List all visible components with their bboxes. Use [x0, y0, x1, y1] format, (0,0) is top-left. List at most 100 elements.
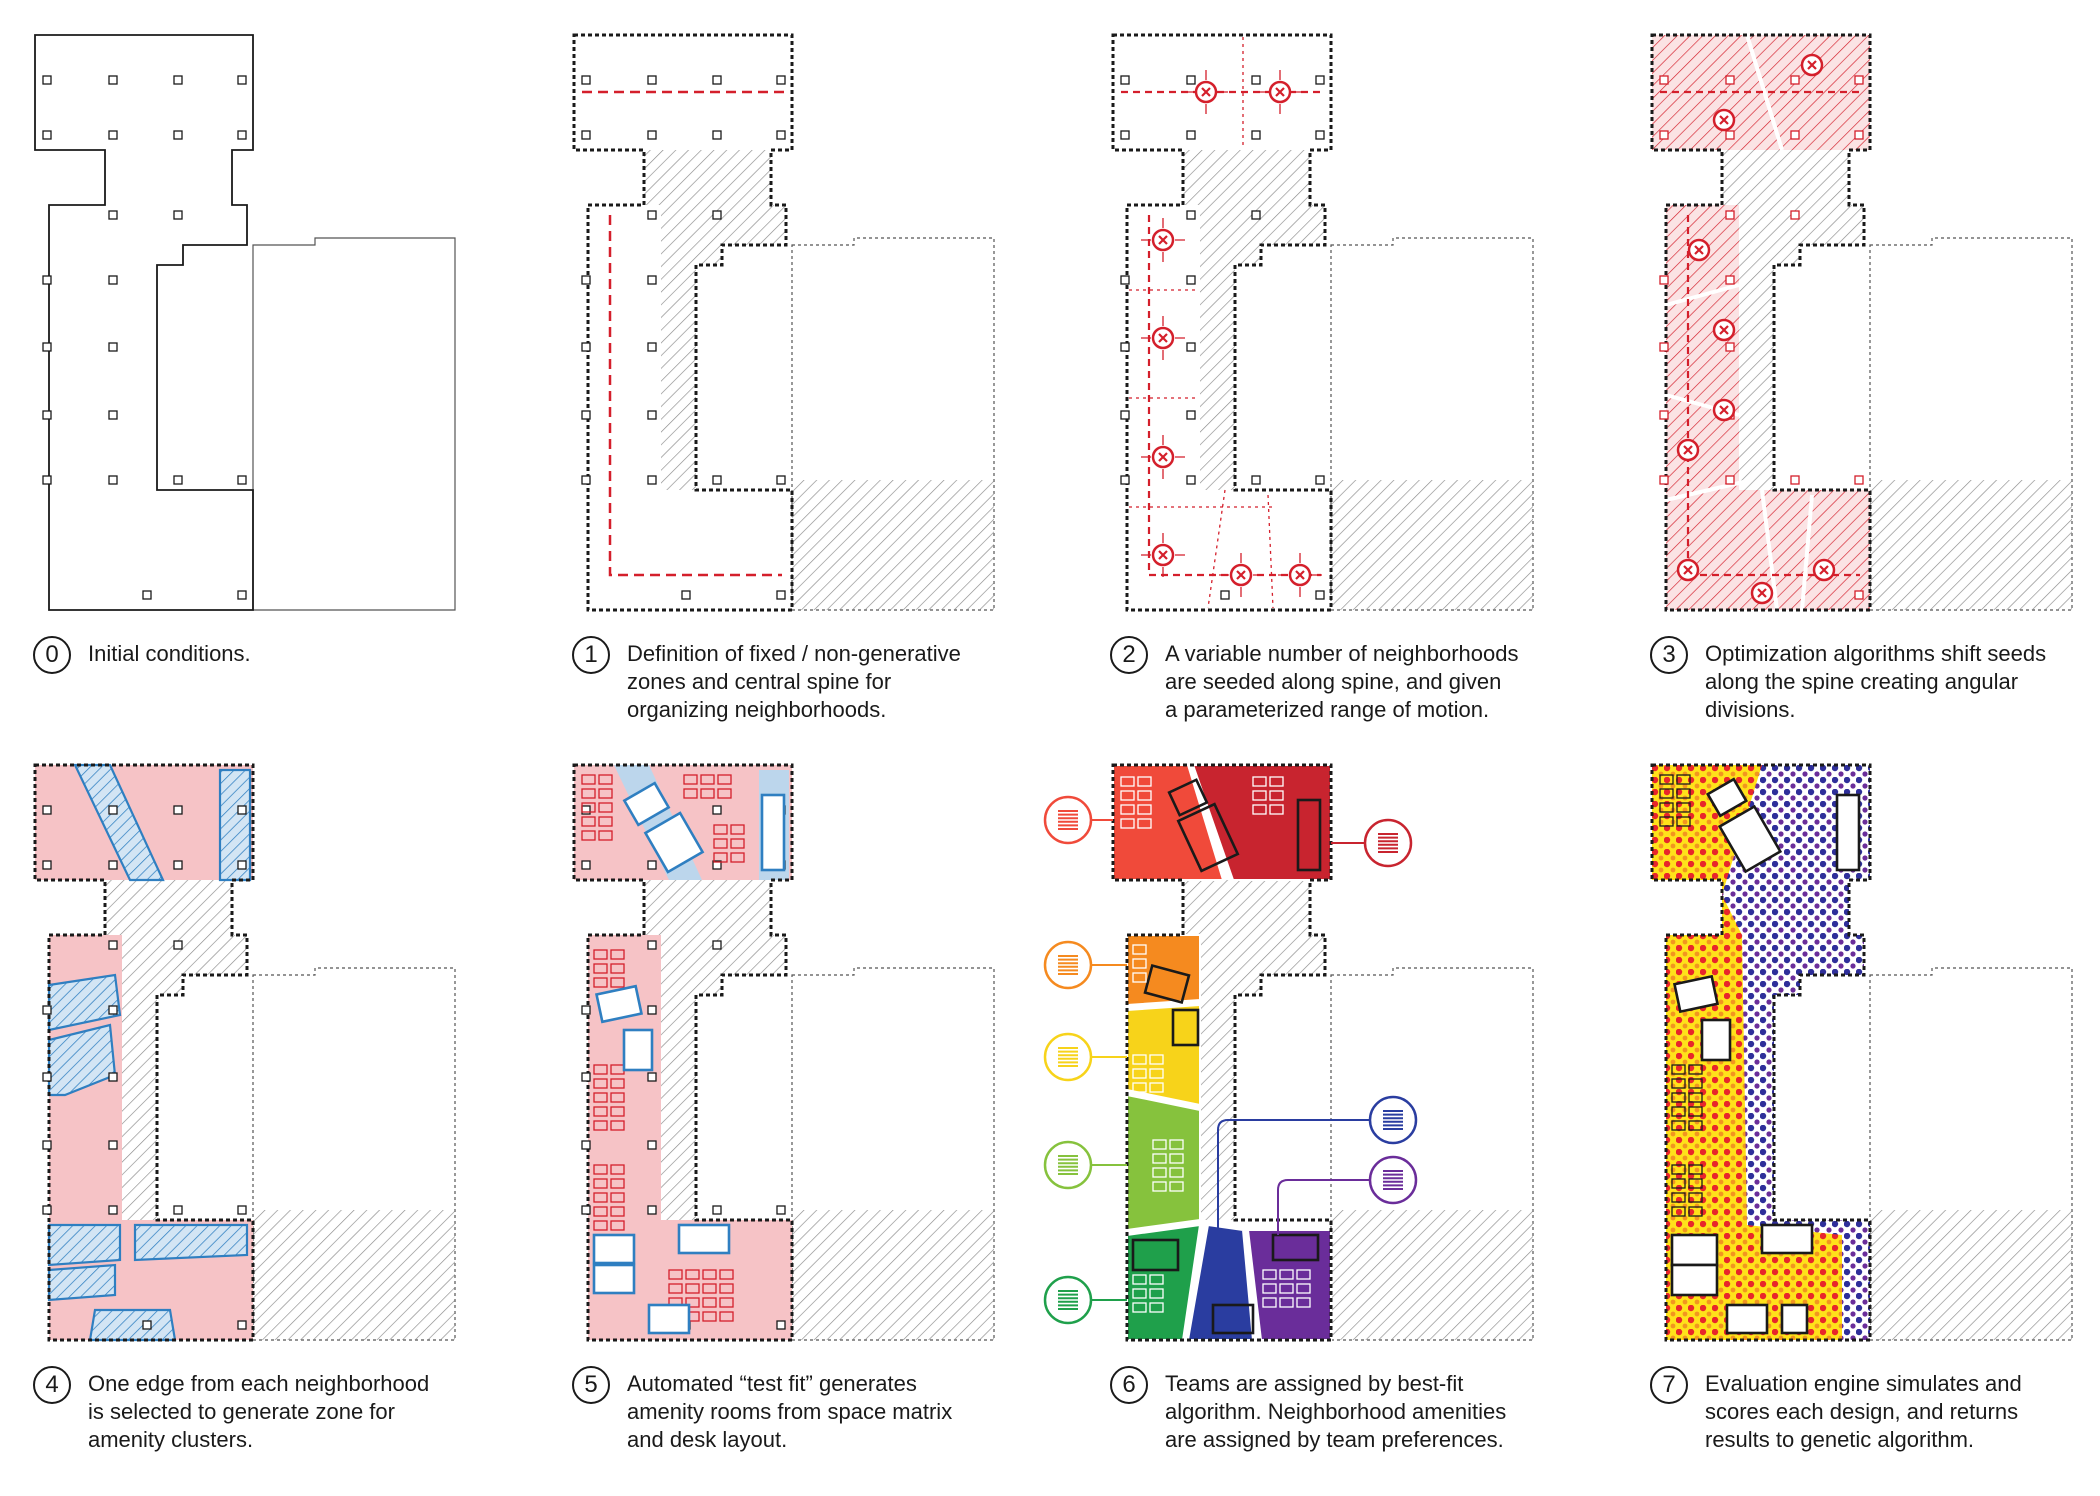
structural-column [108, 75, 118, 85]
desk [719, 1297, 734, 1308]
structural-column [1186, 410, 1196, 420]
structural-column [237, 1320, 247, 1330]
structural-column [237, 860, 247, 870]
structural-column [1659, 275, 1669, 285]
desk [1688, 1178, 1703, 1189]
building-outline [33, 763, 255, 1342]
amenity-room [594, 984, 644, 1024]
desk [1252, 776, 1267, 787]
structural-column [712, 75, 722, 85]
structural-column [1725, 342, 1735, 352]
structural-column [1725, 210, 1735, 220]
desk [581, 802, 596, 813]
structural-column [1120, 75, 1130, 85]
desk [683, 774, 698, 785]
building-outline [34, 34, 254, 611]
structural-column [1186, 475, 1196, 485]
structural-column [681, 590, 691, 600]
structural-column [108, 342, 118, 352]
desk [1671, 1078, 1686, 1089]
structural-column [42, 860, 52, 870]
amenity-room [647, 1303, 691, 1335]
desk [730, 824, 745, 835]
step-number-badge: 0 [33, 636, 71, 674]
amenity-room [592, 1263, 636, 1295]
desk [1137, 818, 1152, 829]
desk [593, 1106, 608, 1117]
amenity-room [1131, 1238, 1180, 1272]
structural-column [647, 1072, 657, 1082]
structural-column [42, 475, 52, 485]
structural-column [1120, 410, 1130, 420]
desk [730, 852, 745, 863]
structural-column [712, 940, 722, 950]
annex-hatch [1870, 1210, 2072, 1340]
amenity-room [1143, 963, 1191, 1005]
amenity-room [592, 1233, 636, 1265]
amenity-room [1700, 1018, 1732, 1062]
desk [702, 1297, 717, 1308]
desk [1132, 1288, 1147, 1299]
structural-column [647, 410, 657, 420]
structural-column [173, 475, 183, 485]
amenity-room [643, 811, 705, 874]
desk [719, 1269, 734, 1280]
desk [1688, 1106, 1703, 1117]
desk [713, 824, 728, 835]
desk [1659, 802, 1674, 813]
desk [683, 788, 698, 799]
structural-column [108, 210, 118, 220]
amenity-room [1717, 804, 1783, 874]
desk [598, 788, 613, 799]
structural-column [1220, 590, 1230, 600]
amenity-room [622, 1028, 654, 1072]
desk [610, 1178, 625, 1189]
desk [717, 788, 732, 799]
desk [1152, 1139, 1167, 1150]
structural-column [1315, 130, 1325, 140]
structural-column [581, 1005, 591, 1015]
callout-leader [1217, 1119, 1371, 1230]
structural-column [776, 590, 786, 600]
team-badge [1368, 1155, 1418, 1205]
desk [1671, 1106, 1686, 1117]
desk [1137, 790, 1152, 801]
desk [1688, 1164, 1703, 1175]
annex-hatch [792, 480, 994, 610]
structural-column [173, 210, 183, 220]
structural-column [1120, 275, 1130, 285]
desk [1671, 1178, 1686, 1189]
building-outline [1111, 33, 1333, 612]
structural-column [581, 860, 591, 870]
panel-0 [34, 34, 456, 611]
desk [1132, 944, 1147, 955]
structural-column [1251, 75, 1261, 85]
seed-x [1295, 570, 1305, 580]
structural-column [1315, 590, 1325, 600]
structural-column [1854, 75, 1864, 85]
step-number-badge: 3 [1650, 636, 1688, 674]
desk [1252, 804, 1267, 815]
structural-column [237, 475, 247, 485]
desk [719, 1283, 734, 1294]
desk [1688, 1064, 1703, 1075]
structural-column [1854, 590, 1864, 600]
desk [1149, 1054, 1164, 1065]
structural-column [173, 1205, 183, 1215]
desk [1137, 776, 1152, 787]
building-outline [1650, 763, 1872, 1342]
motion-arrows [1219, 553, 1263, 597]
desk [598, 802, 613, 813]
structural-column [42, 1140, 52, 1150]
seed-x [1694, 245, 1704, 255]
desk [1688, 1120, 1703, 1131]
structural-column [1186, 210, 1196, 220]
desk [610, 1220, 625, 1231]
desk [1296, 1283, 1311, 1294]
desk [593, 963, 608, 974]
structural-column [108, 1072, 118, 1082]
structural-column [647, 940, 657, 950]
panel-3 [1650, 33, 2073, 612]
desk [1262, 1269, 1277, 1280]
desk [581, 816, 596, 827]
